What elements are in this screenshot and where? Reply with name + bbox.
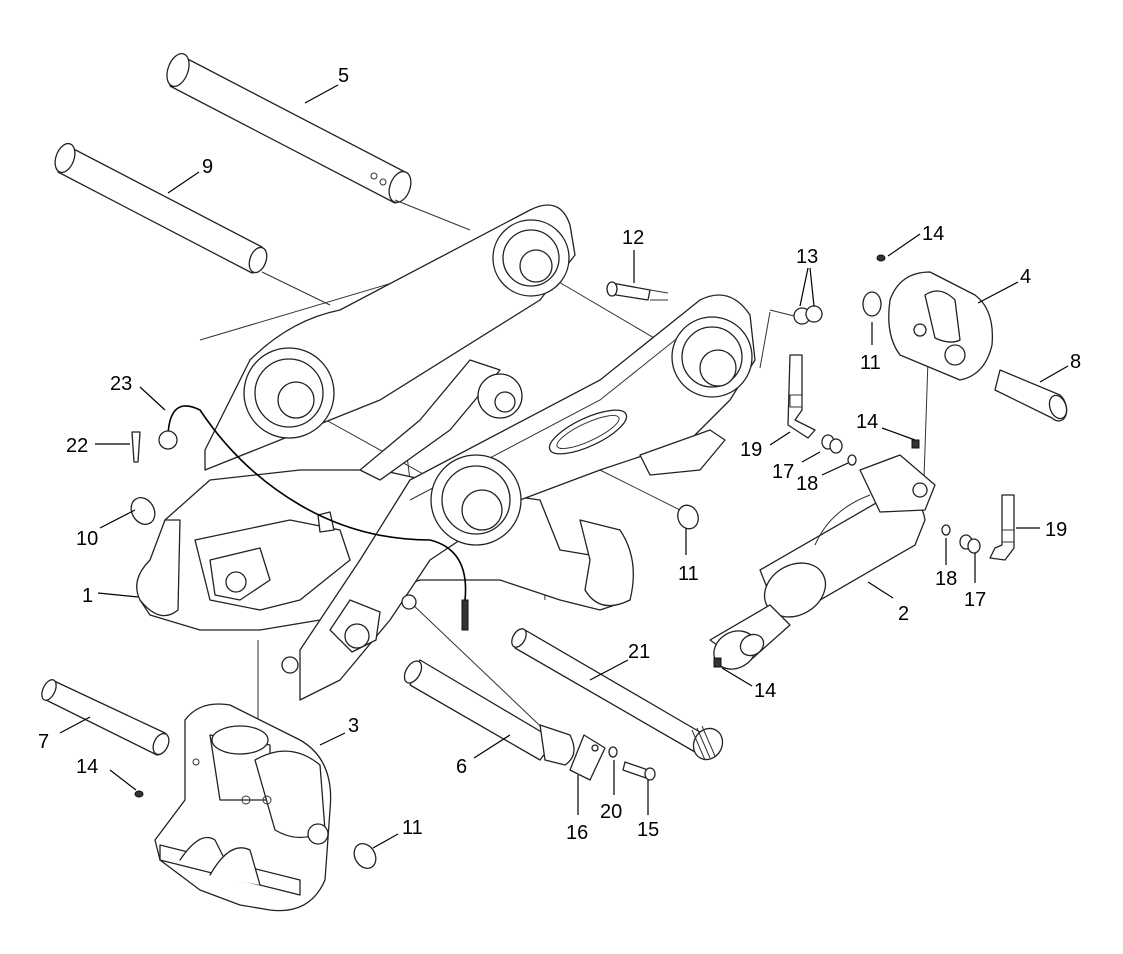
callout-15: 15	[637, 819, 659, 841]
callout-17-right: 17	[964, 589, 986, 611]
callout-3: 3	[348, 715, 359, 737]
pin-7	[41, 679, 170, 756]
callout-19-left: 19	[740, 439, 762, 461]
pin-5	[166, 53, 412, 204]
leader-lines	[59, 84, 1069, 849]
callout-4: 4	[1020, 266, 1031, 288]
callout-23: 23	[110, 373, 132, 395]
frame-1	[136, 204, 756, 701]
block-4	[888, 271, 994, 381]
callouts: 1 2 3 4 5 6 7 8 9 10 11 11 11 12 13 14 1…	[38, 65, 1081, 844]
callout-7: 7	[38, 731, 49, 753]
callout-20: 20	[600, 801, 622, 823]
callout-18-right: 18	[935, 568, 957, 590]
callout-14-left: 14	[76, 756, 98, 778]
callout-1: 1	[82, 585, 93, 607]
grease-fitting-14-mid	[911, 439, 920, 449]
callout-16: 16	[566, 822, 588, 844]
callout-14-mid: 14	[856, 411, 878, 433]
rod-21	[511, 628, 724, 761]
callout-6: 6	[456, 756, 467, 778]
callout-17-left: 17	[772, 461, 794, 483]
fitting-17-right	[959, 534, 981, 554]
coupler-3	[154, 703, 332, 912]
callout-13: 13	[796, 246, 818, 268]
cylinder-2	[709, 454, 936, 670]
plate-16	[569, 734, 606, 781]
washer-20	[608, 746, 618, 758]
callout-11-center: 11	[678, 563, 699, 585]
o-ring-18-left	[847, 454, 857, 466]
callout-19-right: 19	[1045, 519, 1067, 541]
callout-8: 8	[1070, 351, 1081, 373]
fitting-17-left	[821, 434, 843, 454]
callout-21: 21	[628, 641, 650, 663]
hose-19-right	[989, 494, 1015, 561]
callout-5: 5	[338, 65, 349, 87]
ring-11-top	[862, 291, 882, 317]
pin-8	[994, 369, 1068, 422]
callout-14-top: 14	[922, 223, 944, 245]
lanyard-23	[158, 405, 469, 631]
ring-11-center	[677, 504, 699, 530]
bolt-12	[606, 281, 669, 301]
lock-pin-22	[131, 431, 141, 463]
callout-11-top: 11	[860, 352, 881, 374]
callout-12: 12	[622, 227, 644, 249]
grease-fitting-14-left	[134, 790, 144, 798]
callout-18-left: 18	[796, 473, 818, 495]
bolt-15	[622, 761, 656, 781]
callout-22: 22	[66, 435, 88, 457]
rod-6	[403, 659, 575, 766]
callout-2: 2	[898, 603, 909, 625]
callout-14-cyl: 14	[754, 680, 776, 702]
callout-11-bottom: 11	[402, 817, 423, 839]
pin-9	[54, 142, 268, 274]
callout-10: 10	[76, 528, 98, 550]
grease-fitting-14-top	[876, 254, 886, 262]
hose-19-left	[787, 354, 816, 439]
o-ring-18-right	[941, 524, 951, 536]
ring-10	[130, 497, 156, 525]
ring-11-bottom	[353, 843, 377, 869]
callout-9: 9	[202, 156, 213, 178]
